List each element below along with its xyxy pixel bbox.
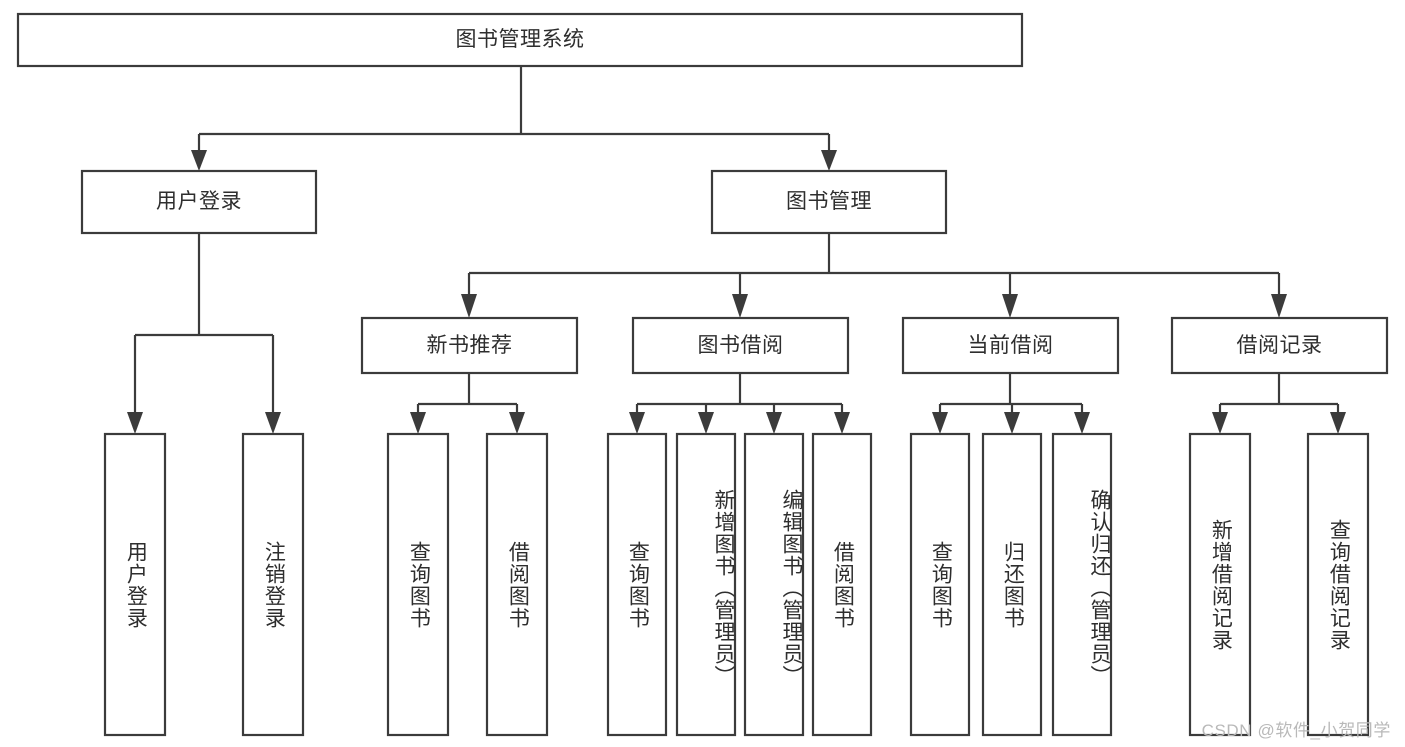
arrowhead-current-borrow bbox=[1002, 294, 1018, 318]
node-box-leaf-add-record[interactable] bbox=[1188, 432, 1252, 737]
node-box-leaf-query-book-3[interactable] bbox=[909, 432, 971, 737]
node-box-book-management[interactable] bbox=[710, 169, 948, 235]
arrowhead-book-borrow bbox=[732, 294, 748, 318]
node-box-leaf-logout[interactable] bbox=[241, 432, 305, 737]
arrowhead-new-book-recommend bbox=[461, 294, 477, 318]
node-box-leaf-edit-book-admin[interactable] bbox=[743, 432, 805, 737]
node-box-current-borrow[interactable] bbox=[901, 316, 1120, 375]
node-box-leaf-query-record[interactable] bbox=[1306, 432, 1370, 737]
node-box-root[interactable] bbox=[16, 12, 1024, 68]
arrowhead-leaf-borrow-book-1 bbox=[509, 412, 525, 434]
node-box-leaf-user-login[interactable] bbox=[103, 432, 167, 737]
arrowhead-leaf-borrow-book-2 bbox=[834, 412, 850, 434]
arrowhead-leaf-return-book bbox=[1004, 412, 1020, 434]
node-box-leaf-add-book-admin[interactable] bbox=[675, 432, 737, 737]
node-box-leaf-borrow-book-2[interactable] bbox=[811, 432, 873, 737]
node-box-leaf-confirm-return-admin[interactable] bbox=[1051, 432, 1113, 737]
arrowhead-leaf-logout bbox=[265, 412, 281, 434]
node-box-leaf-return-book[interactable] bbox=[981, 432, 1043, 737]
node-box-user-login[interactable] bbox=[80, 169, 318, 235]
arrowhead-leaf-query-book-1 bbox=[410, 412, 426, 434]
arrowhead-leaf-query-book-3 bbox=[932, 412, 948, 434]
node-box-leaf-borrow-book-1[interactable] bbox=[485, 432, 549, 737]
arrowhead-leaf-add-book-admin bbox=[698, 412, 714, 434]
arrowhead-leaf-add-record bbox=[1212, 412, 1228, 434]
arrowhead-leaf-query-record bbox=[1330, 412, 1346, 434]
arrowhead-leaf-edit-book-admin bbox=[766, 412, 782, 434]
arrowhead-book-management bbox=[821, 150, 837, 171]
arrowhead-leaf-query-book-2 bbox=[629, 412, 645, 434]
node-box-borrow-record[interactable] bbox=[1170, 316, 1389, 375]
arrowhead-user-login bbox=[191, 150, 207, 171]
node-box-new-book-recommend[interactable] bbox=[360, 316, 579, 375]
node-box-leaf-query-book-2[interactable] bbox=[606, 432, 668, 737]
arrowhead-borrow-record bbox=[1271, 294, 1287, 318]
arrowhead-leaf-confirm-return-admin bbox=[1074, 412, 1090, 434]
node-box-book-borrow[interactable] bbox=[631, 316, 850, 375]
node-box-leaf-query-book-1[interactable] bbox=[386, 432, 450, 737]
arrowhead-leaf-user-login bbox=[127, 412, 143, 434]
